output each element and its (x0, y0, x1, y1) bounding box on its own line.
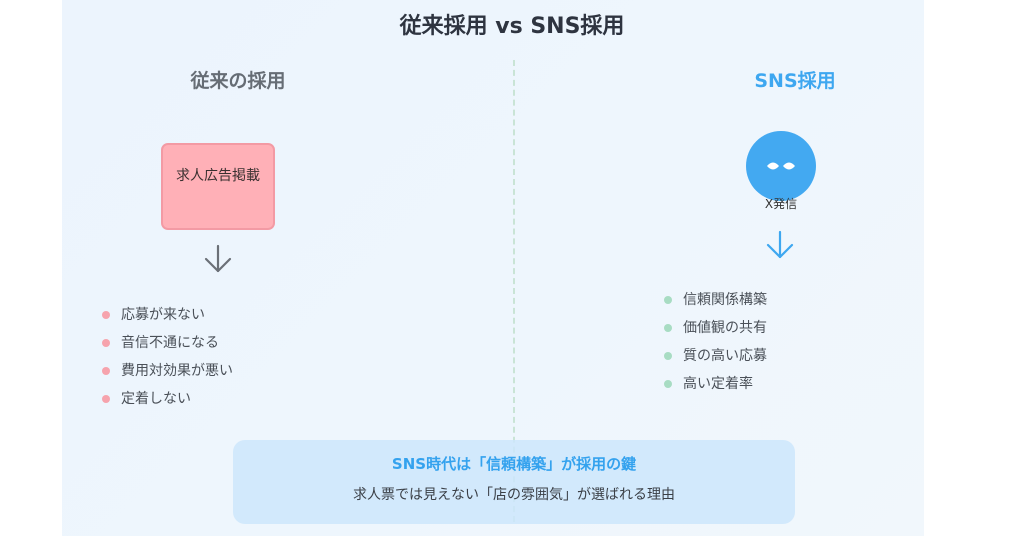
x-post-label: X発信 (764, 197, 798, 211)
arrow-down-icon (766, 230, 794, 259)
list-item: 定着しない (102, 389, 233, 417)
traditional-heading: 従来の採用 (190, 70, 286, 92)
summary-subtitle: 求人票では見えない「店の雰囲気」が選ばれる理由 (353, 487, 675, 503)
bullet-dot (664, 352, 672, 360)
bullet-dot (664, 380, 672, 388)
center-divider (513, 60, 515, 522)
job-ad-label: 求人広告掲載 (176, 168, 260, 184)
list-item: 価値観の共有 (664, 318, 767, 346)
bullet-dot (664, 296, 672, 304)
list-item: 質の高い応募 (664, 346, 767, 374)
list-item: 高い定着率 (664, 374, 767, 402)
traditional-problem-list: 応募が来ない 音信不通になる 費用対効果が悪い 定着しない (102, 305, 233, 417)
arrow-down-icon (204, 244, 232, 273)
list-item: 費用対効果が悪い (102, 361, 233, 389)
summary-title: SNS時代は「信頼構築」が採用の鍵 (391, 455, 637, 473)
bullet-dot (664, 324, 672, 332)
sns-benefit-list: 信頼関係構築 価値観の共有 質の高い応募 高い定着率 (664, 290, 767, 402)
bullet-dot (102, 367, 110, 375)
page-title: 従来採用 vs SNS採用 (399, 14, 625, 39)
list-item: 応募が来ない (102, 305, 233, 333)
summary-box: SNS時代は「信頼構築」が採用の鍵 求人票では見えない「店の雰囲気」が選ばれる理… (233, 440, 795, 524)
bullet-dot (102, 339, 110, 347)
bullet-dot (102, 395, 110, 403)
sns-heading: SNS採用 (754, 70, 836, 92)
job-ad-box: 求人広告掲載 (161, 143, 275, 230)
list-item: 音信不通になる (102, 333, 233, 361)
sns-circle (746, 131, 816, 201)
list-item: 信頼関係構築 (664, 290, 767, 318)
x-logo-icon (767, 162, 795, 170)
bullet-dot (102, 311, 110, 319)
